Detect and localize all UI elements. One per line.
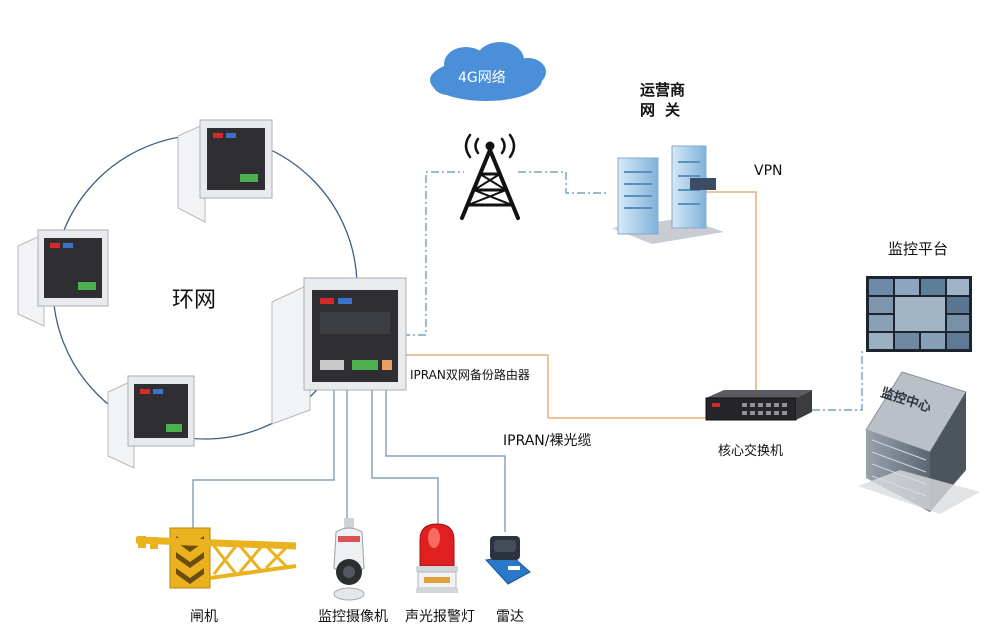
router-cabinet <box>271 277 407 425</box>
link-router-to-tower <box>402 171 464 336</box>
ring-cabinet-bottom <box>107 375 195 469</box>
monitoring-platform-label: 监控平台 <box>888 240 949 258</box>
barrier-gate-icon <box>135 527 297 589</box>
link-gateway-to-switch <box>700 191 757 392</box>
cell-tower-icon <box>460 133 520 220</box>
radar-label: 雷达 <box>496 609 524 625</box>
operator-gateway-label-line2: 网关 <box>640 101 691 119</box>
link-router-to-radar <box>385 390 506 532</box>
core-switch-label: 核心交换机 <box>718 444 784 459</box>
camera-label: 监控摄像机 <box>318 609 388 625</box>
ring-cabinet-top <box>177 119 273 223</box>
core-switch-icon <box>705 390 812 421</box>
link-router-to-gate <box>192 390 335 528</box>
link-router-to-switch <box>402 354 706 419</box>
link-tower-to-gateway <box>518 171 606 194</box>
link-router-to-alarm <box>371 390 439 528</box>
ring-cabinet-left <box>17 229 109 327</box>
video-wall-icon <box>866 276 972 352</box>
monitoring-center-building-icon <box>858 371 980 514</box>
operator-gateway-label-line1: 运营商 <box>640 81 686 99</box>
barrier-gate-label: 闸机 <box>190 609 218 625</box>
cloud-label: 4G网络 <box>458 70 506 86</box>
operator-gateway-server-icon <box>612 145 724 244</box>
ring-network-label: 环网 <box>172 288 217 313</box>
link-switch-to-monitoring <box>796 350 863 411</box>
dome-camera-icon <box>333 518 365 601</box>
router-label: IPRAN双网备份路由器 <box>410 368 530 382</box>
cloud-icon <box>430 42 546 101</box>
alarm-light-label: 声光报警灯 <box>405 609 475 625</box>
alarm-light-icon <box>416 523 458 593</box>
vpn-label: VPN <box>754 163 783 179</box>
radar-sensor-icon <box>484 536 531 585</box>
ipran-link-label: IPRAN/裸光缆 <box>503 433 592 449</box>
